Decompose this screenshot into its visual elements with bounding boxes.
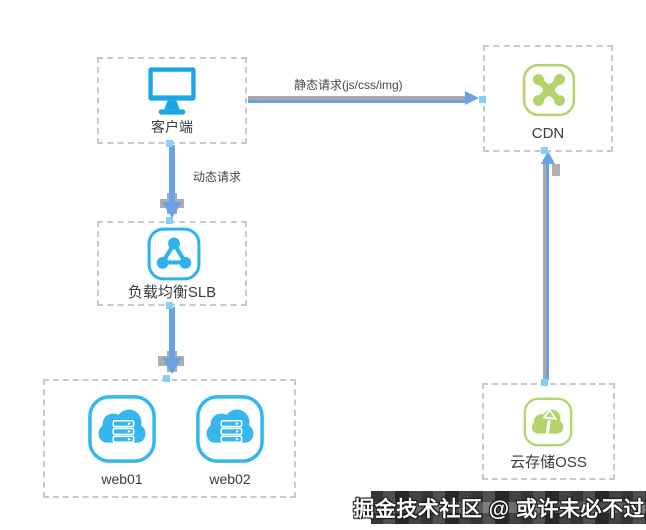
cloud-server-icon xyxy=(196,395,264,463)
node-slb-label: 负载均衡SLB xyxy=(127,284,217,301)
anchor-slb-top[interactable] xyxy=(166,217,173,224)
node-oss[interactable]: 云存储OSS xyxy=(482,383,615,480)
node-web02-label: web02 xyxy=(209,471,251,487)
anchor-cdn-left[interactable] xyxy=(479,96,486,103)
edge-label-dynamic-request: 动态请求 xyxy=(193,170,242,184)
edge-client-slb-arrowhead xyxy=(162,202,182,218)
load-balancer-icon xyxy=(147,227,201,281)
edge-client-slb-line[interactable] xyxy=(169,145,175,205)
edge-client-cdn-arrowhead xyxy=(465,91,479,105)
edge-oss-cdn-line[interactable] xyxy=(546,157,549,380)
anchor-slb-bottom[interactable] xyxy=(166,302,173,309)
node-slb[interactable]: 负载均衡SLB xyxy=(97,221,247,306)
node-client[interactable]: 客户端 xyxy=(97,57,247,144)
node-oss-label: 云存储OSS xyxy=(510,454,587,471)
edge-label-static-request: 静态请求(js/css/img) xyxy=(294,78,403,92)
edge-slb-web-line[interactable] xyxy=(169,307,175,360)
node-web-cluster[interactable]: web01 web02 xyxy=(43,379,296,498)
edge-slb-web-arrowhead xyxy=(162,358,182,374)
monitor-icon xyxy=(148,67,196,115)
node-cdn-label: CDN xyxy=(531,125,565,142)
anchor-web-top[interactable] xyxy=(163,375,170,382)
edge-client-cdn-underlay xyxy=(248,96,472,101)
watermark: 掘金技术社区 @ 或许未必不过 xyxy=(353,491,646,524)
node-client-label: 客户端 xyxy=(151,119,193,135)
edge-oss-cdn-underlay xyxy=(543,159,548,380)
anchor-cdn-bottom[interactable] xyxy=(541,147,548,154)
cdn-node-icon xyxy=(522,63,576,117)
anchor-client-bottom[interactable] xyxy=(166,140,173,147)
node-cdn[interactable]: CDN xyxy=(483,45,613,152)
node-web01-label: web01 xyxy=(101,471,143,487)
cloud-server-icon xyxy=(88,395,156,463)
anchor-oss-top[interactable] xyxy=(541,379,548,386)
edge-client-cdn-line[interactable] xyxy=(248,100,466,103)
cloud-upload-icon xyxy=(523,397,573,447)
edge-oss-cdn-anchor-chip xyxy=(552,164,560,176)
edge-oss-cdn-arrowhead xyxy=(541,151,555,164)
